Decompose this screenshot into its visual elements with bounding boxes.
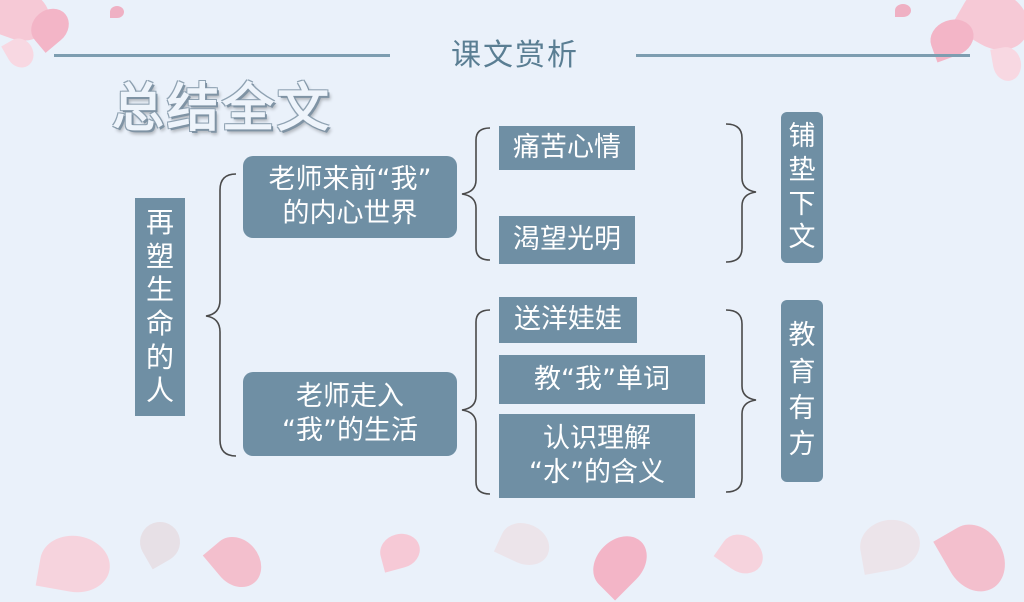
- bracket-root: [205, 173, 237, 457]
- leaf-node: 渴望光明: [499, 216, 635, 264]
- result-char: 下: [788, 188, 816, 220]
- branch-label-line: “我”的生活: [282, 415, 418, 446]
- header-line-right: [636, 54, 970, 57]
- root-char: 生: [145, 273, 174, 307]
- root-char: 再: [145, 206, 174, 240]
- bracket-result-2: [725, 309, 757, 493]
- leaf-node: 痛苦心情: [499, 126, 635, 170]
- result-char: 教: [788, 320, 816, 352]
- branch-node-1: 老师来前“我” 的内心世界: [243, 156, 457, 238]
- header-title: 课文赏析: [451, 38, 579, 73]
- main-title: 总结全文: [112, 79, 333, 139]
- branch-label-line: 老师来前“我”: [268, 164, 432, 196]
- result-char: 文: [788, 222, 816, 254]
- leaf-node: 认识理解 “水”的含义: [499, 414, 695, 498]
- leaf-line: 认识理解: [543, 423, 651, 455]
- root-char: 命: [145, 307, 174, 340]
- branch-node-2: 老师走入 “我”的生活: [243, 372, 457, 456]
- header-line-left: [54, 54, 390, 57]
- root-node: 再 塑 生 命 的 人: [135, 198, 185, 416]
- result-node-1: 铺 垫 下 文: [781, 112, 823, 263]
- bracket-branch-2: [461, 309, 491, 495]
- root-char: 人: [145, 374, 174, 408]
- bracket-result-1: [725, 123, 757, 263]
- root-char: 的: [145, 340, 174, 374]
- branch-label-line: 老师走入: [296, 381, 404, 413]
- diagram-brackets: [205, 123, 757, 495]
- result-char: 铺: [788, 121, 816, 152]
- result-char: 育: [788, 356, 816, 388]
- root-char: 塑: [145, 239, 174, 273]
- result-node-2: 教 育 有 方: [781, 300, 823, 482]
- branch-label-line: 的内心世界: [282, 198, 418, 229]
- leaf-node: 送洋娃娃: [499, 297, 637, 343]
- leaf-node: 教“我”单词: [499, 355, 705, 404]
- result-char: 垫: [788, 154, 816, 186]
- leaf-line: “水”的含义: [529, 457, 665, 488]
- result-char: 方: [788, 429, 816, 461]
- bracket-branch-1: [461, 127, 491, 261]
- result-char: 有: [788, 393, 816, 424]
